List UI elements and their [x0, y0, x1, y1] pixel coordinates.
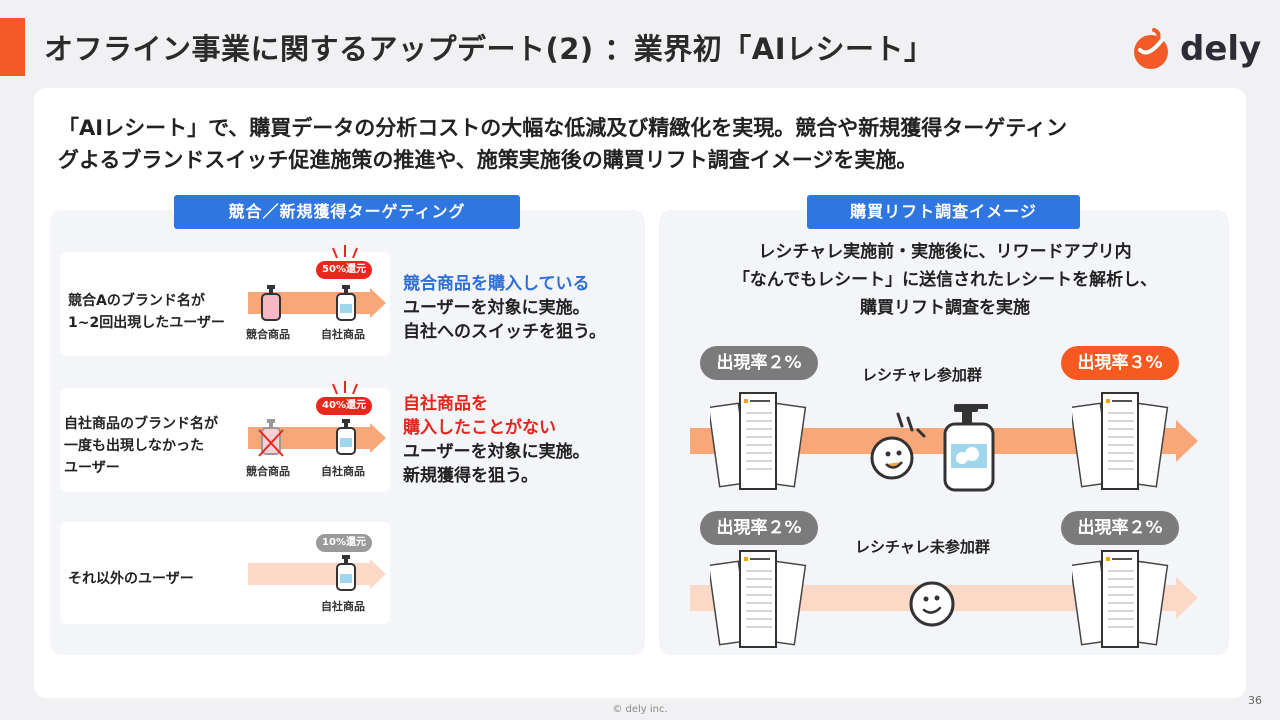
row3-arrow [248, 559, 386, 589]
own-product-icon [336, 285, 356, 321]
row2-burst-icon [332, 381, 358, 395]
receipts-icon [710, 550, 807, 648]
page-number: 36 [1248, 694, 1262, 707]
happy-face-icon [870, 412, 926, 480]
group2-before-rate: 出現率２% [700, 511, 818, 545]
lead-line-1: 「AIレシート」で、購買データの分析コストの大幅な低減及び精緻化を実現。競合や新… [58, 116, 1067, 140]
competitor-product-crossed-icon [258, 419, 284, 457]
row2-product-label-competitor: 競合商品 [246, 465, 290, 478]
logo-text: dely [1180, 29, 1262, 69]
dely-logo-icon [1134, 28, 1168, 69]
lead-text: 「AIレシート」で、購買データの分析コストの大幅な低減及び精緻化を実現。競合や新… [58, 112, 1238, 176]
row1-burst-icon [332, 245, 358, 259]
targeting-tag: 競合／新規獲得ターゲティング [174, 195, 520, 229]
group2-after-rate: 出現率２% [1061, 511, 1179, 545]
pump-bottle-icon [943, 404, 995, 492]
row2-reward-badge: 40%還元 [316, 397, 372, 415]
receipts-icon [1072, 550, 1169, 648]
dely-logo: dely [1130, 28, 1262, 72]
title-accent-bar [0, 18, 25, 76]
row1-reward-badge: 50%還元 [316, 261, 372, 279]
own-product-icon-3 [336, 555, 356, 591]
receipts-icon [710, 392, 807, 490]
group1-after-rate: 出現率３% [1061, 346, 1179, 380]
row2-product-label-own: 自社商品 [321, 465, 365, 478]
row1-label: 競合Aのブランド名が 1~2回出現したユーザー [68, 293, 225, 331]
row2-description: 自社商品を 購入したことがない ユーザーを対象に実施。 新規獲得を狙う。 [403, 394, 590, 486]
slide-title: オフライン事業に関するアップデート(2) ：業界初「AIレシート」 [44, 32, 934, 66]
row3-label: それ以外のユーザー [68, 571, 194, 587]
lead-line-2: グよるブランドスイッチ促進施策の推進や、施策実施後の購買リフト調査イメージを実施… [58, 148, 918, 172]
lift-survey-description: レシチャレ実施前・実施後に、リワードアプリ内 「なんでもレシート」に送信されたレ… [732, 242, 1158, 318]
group1-label: レシチャレ参加群 [862, 366, 982, 384]
row3-reward-badge: 10%還元 [316, 534, 372, 552]
neutral-face-icon [909, 581, 955, 627]
lift-survey-tag: 購買リフト調査イメージ [807, 195, 1080, 229]
row2-label: 自社商品のブランド名が 一度も出現しなかった ユーザー [64, 416, 218, 476]
group2-label: レシチャレ未参加群 [855, 538, 990, 556]
receipts-icon [1072, 392, 1169, 490]
row1-product-label-own: 自社商品 [321, 328, 365, 341]
row3-product-label-own: 自社商品 [321, 600, 365, 613]
own-product-icon-2 [336, 419, 356, 455]
row1-description: 競合商品を購入している ユーザーを対象に実施。 自社へのスイッチを狙う。 [403, 274, 606, 342]
row1-product-label-competitor: 競合商品 [246, 328, 290, 341]
competitor-product-icon [261, 285, 281, 321]
copyright: © dely inc. [612, 704, 668, 715]
group1-before-rate: 出現率２% [700, 346, 818, 380]
